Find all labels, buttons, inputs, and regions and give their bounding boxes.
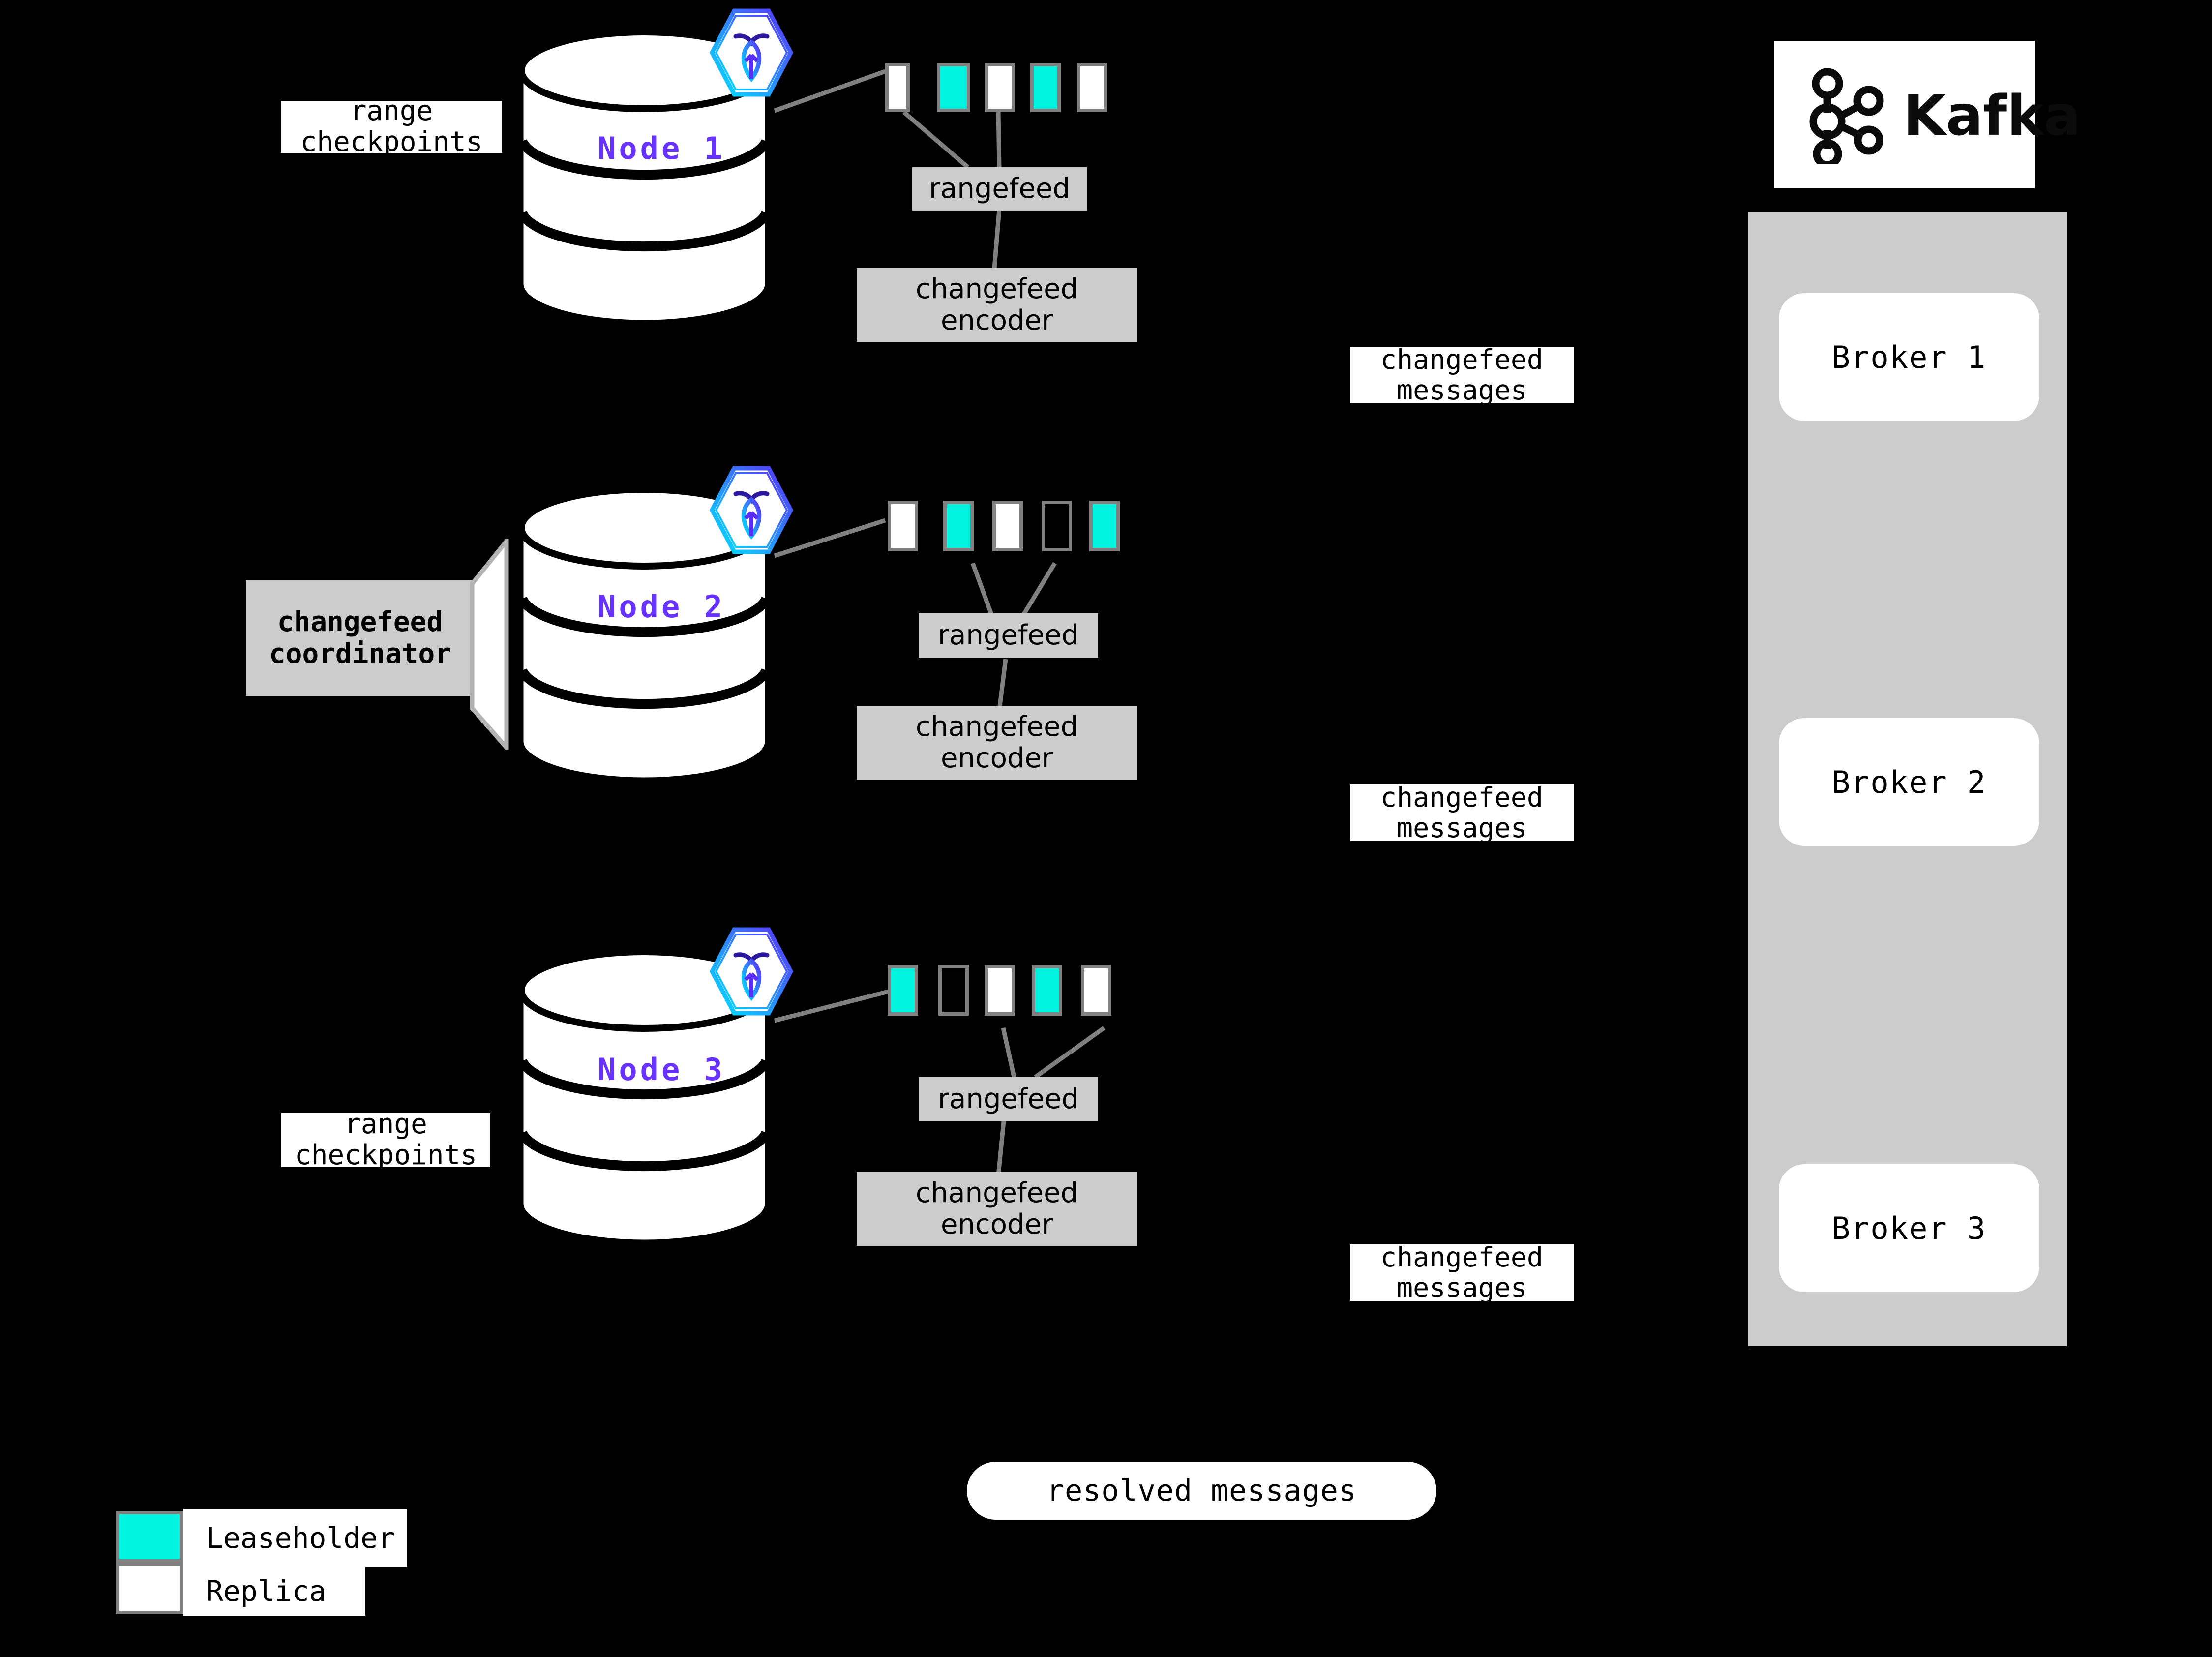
legend-swatch-leaseholder — [116, 1511, 183, 1563]
node-3-label: Node 3 — [598, 1052, 725, 1087]
node-3-rangefeed-box[interactable]: rangefeed — [919, 1077, 1098, 1121]
kafka-logo-text: Kafka — [1903, 84, 2081, 148]
range-leaseholder[interactable] — [1089, 501, 1120, 551]
range-replica[interactable] — [1077, 63, 1107, 112]
node-1-changefeed-encoder-box[interactable]: changefeed encoder — [857, 268, 1137, 342]
node-3-side-label: range checkpoints — [281, 1109, 490, 1171]
range-leaseholder[interactable] — [937, 63, 970, 112]
cockroachdb-hexagon-icon — [707, 463, 796, 557]
coordinator-flange — [470, 535, 534, 753]
node-3-cylinder — [516, 947, 772, 1247]
cockroachdb-hexagon-icon — [707, 6, 796, 99]
range-leaseholder[interactable] — [1030, 63, 1061, 112]
broker-card[interactable]: Broker 3 — [1779, 1164, 2039, 1292]
node-2-changefeed-coordinator-box[interactable]: changefeed coordinator — [246, 580, 475, 696]
range-replica[interactable] — [1081, 965, 1111, 1016]
node-2-label: Node 2 — [598, 589, 725, 625]
resolved-messages-pill: resolved messages — [967, 1462, 1436, 1520]
legend-label-replica: Replica — [183, 1567, 365, 1616]
kafka-logo: Kafka — [1774, 41, 2081, 188]
node-1-cylinder — [516, 27, 772, 327]
range-leaseholder[interactable] — [888, 965, 918, 1016]
cockroachdb-hexagon-icon — [707, 925, 796, 1018]
node-2-rangefeed-box[interactable]: rangefeed — [919, 613, 1098, 658]
range-empty[interactable] — [1042, 501, 1072, 551]
kafka-logo-icon — [1797, 67, 1890, 169]
range-leaseholder[interactable] — [943, 501, 974, 551]
broker-card[interactable]: Broker 1 — [1779, 293, 2039, 421]
range-replica[interactable] — [985, 63, 1015, 112]
node-3-changefeed-encoder-box[interactable]: changefeed encoder — [857, 1172, 1137, 1246]
node-3-changefeed-messages-label: changefeed messages — [1350, 1242, 1574, 1302]
range-replica[interactable] — [992, 501, 1023, 551]
node-2-changefeed-encoder-box[interactable]: changefeed encoder — [857, 706, 1137, 780]
node-2-changefeed-messages-label: changefeed messages — [1350, 782, 1574, 843]
node-1-label: Node 1 — [598, 130, 725, 166]
legend-label-leaseholder: Leaseholder — [183, 1509, 407, 1567]
range-leaseholder[interactable] — [1032, 965, 1062, 1016]
legend-swatch-replica — [116, 1563, 183, 1614]
range-replica[interactable] — [885, 63, 910, 112]
range-replica[interactable] — [985, 965, 1015, 1016]
broker-card[interactable]: Broker 2 — [1779, 718, 2039, 846]
range-empty[interactable] — [938, 965, 969, 1016]
range-replica[interactable] — [888, 501, 918, 551]
node-1-side-label: range checkpoints — [281, 95, 502, 157]
node-1-rangefeed-box[interactable]: rangefeed — [912, 167, 1087, 211]
node-2-cylinder — [516, 484, 772, 784]
node-1-changefeed-messages-label: changefeed messages — [1350, 344, 1574, 405]
